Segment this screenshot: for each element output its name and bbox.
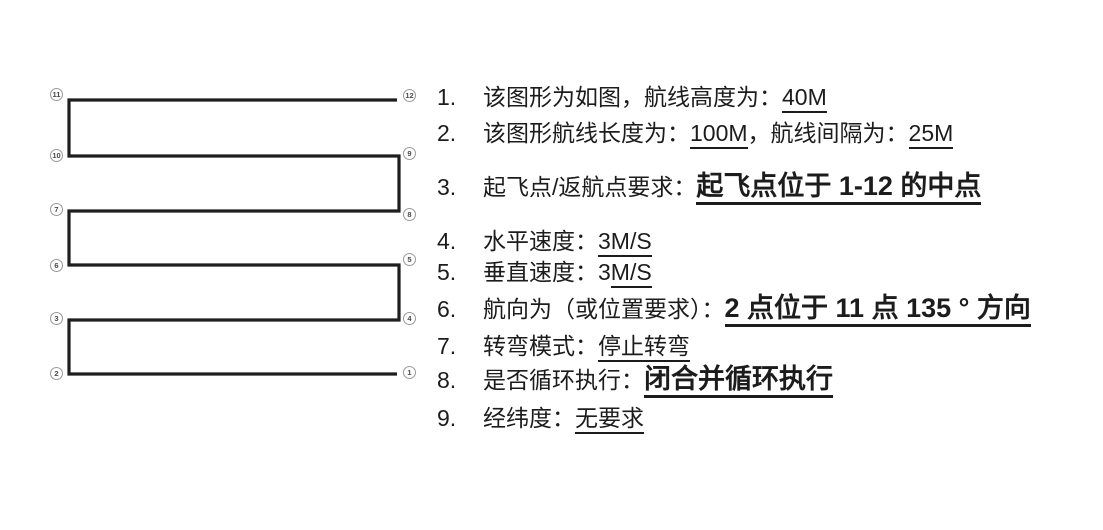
- list-item-3-answer: 起飞点位于 1-12 的中点: [696, 171, 982, 205]
- list-item-9-label: 经纬度：: [483, 405, 575, 431]
- list-item-2-answer-2: 25M: [908, 120, 954, 149]
- list-item-7-label: 转弯模式：: [483, 333, 598, 359]
- list-item-6-number: 6.: [437, 296, 457, 322]
- list-item-2-label-2: ，航线间隔为：: [747, 120, 909, 146]
- list-item-3: 3. 起飞点/返航点要求：起飞点位于 1-12 的中点: [437, 171, 982, 205]
- list-item-6-label: 航向为（或位置要求）：: [483, 296, 725, 322]
- list-item-3-number: 3.: [437, 174, 457, 200]
- list-item-9-answer: 无要求: [575, 405, 644, 434]
- list-item-1-answer: 40M: [782, 84, 827, 113]
- list-item-1-number: 1.: [437, 84, 457, 110]
- route-path: [67, 98, 401, 376]
- list-item-8-number: 8.: [437, 367, 457, 393]
- list-item-5-answer-prefix: 3: [598, 259, 611, 285]
- waypoint-10: 10: [50, 149, 63, 162]
- list-item-8: 8. 是否循环执行：闭合并循环执行: [437, 364, 833, 398]
- waypoint-4: 4: [403, 312, 416, 325]
- list-item-6: 6. 航向为（或位置要求）：2 点位于 11 点 135 ° 方向: [437, 293, 1031, 327]
- list-item-3-label: 起飞点/返航点要求：: [483, 174, 697, 200]
- list-item-2-label: 该图形航线长度为：: [483, 120, 690, 146]
- list-item-7-number: 7.: [437, 333, 457, 359]
- list-item-2-answer-1: 100M: [690, 120, 748, 149]
- list-item-9: 9. 经纬度：无要求: [437, 405, 644, 434]
- list-item-4: 4. 水平速度：3M/S: [437, 228, 652, 257]
- list-item-5-label: 垂直速度：: [483, 259, 598, 285]
- list-item-9-number: 9.: [437, 405, 457, 431]
- list-item-4-answer: 3M/S: [598, 228, 652, 257]
- list-item-1-label: 该图形为如图，航线高度为：: [483, 84, 782, 110]
- list-item-6-answer: 2 点位于 11 点 135 ° 方向: [724, 293, 1031, 327]
- waypoint-5: 5: [403, 253, 416, 266]
- waypoint-2: 2: [50, 367, 63, 380]
- waypoint-12: 12: [403, 89, 416, 102]
- list-item-5-number: 5.: [437, 259, 457, 285]
- list-item-2-number: 2.: [437, 120, 457, 146]
- list-item-1: 1. 该图形为如图，航线高度为：40M: [437, 84, 827, 113]
- list-item-5-answer: M/S: [610, 259, 652, 288]
- list-item-7-answer: 停止转弯: [598, 333, 690, 362]
- waypoint-9: 9: [403, 147, 416, 160]
- waypoint-7: 7: [50, 203, 63, 216]
- waypoint-3: 3: [50, 312, 63, 325]
- waypoint-11: 11: [50, 88, 63, 101]
- list-item-5: 5. 垂直速度：3M/S: [437, 259, 652, 288]
- list-item-2: 2. 该图形航线长度为：100M，航线间隔为：25M: [437, 120, 954, 149]
- list-item-8-label: 是否循环执行：: [483, 367, 644, 393]
- list-item-4-number: 4.: [437, 228, 457, 254]
- list-item-8-answer: 闭合并循环执行: [644, 364, 833, 398]
- list-item-4-label: 水平速度：: [483, 228, 598, 254]
- list-item-7: 7. 转弯模式：停止转弯: [437, 333, 690, 362]
- waypoint-8: 8: [403, 208, 416, 221]
- waypoint-1: 1: [403, 366, 416, 379]
- waypoint-6: 6: [50, 259, 63, 272]
